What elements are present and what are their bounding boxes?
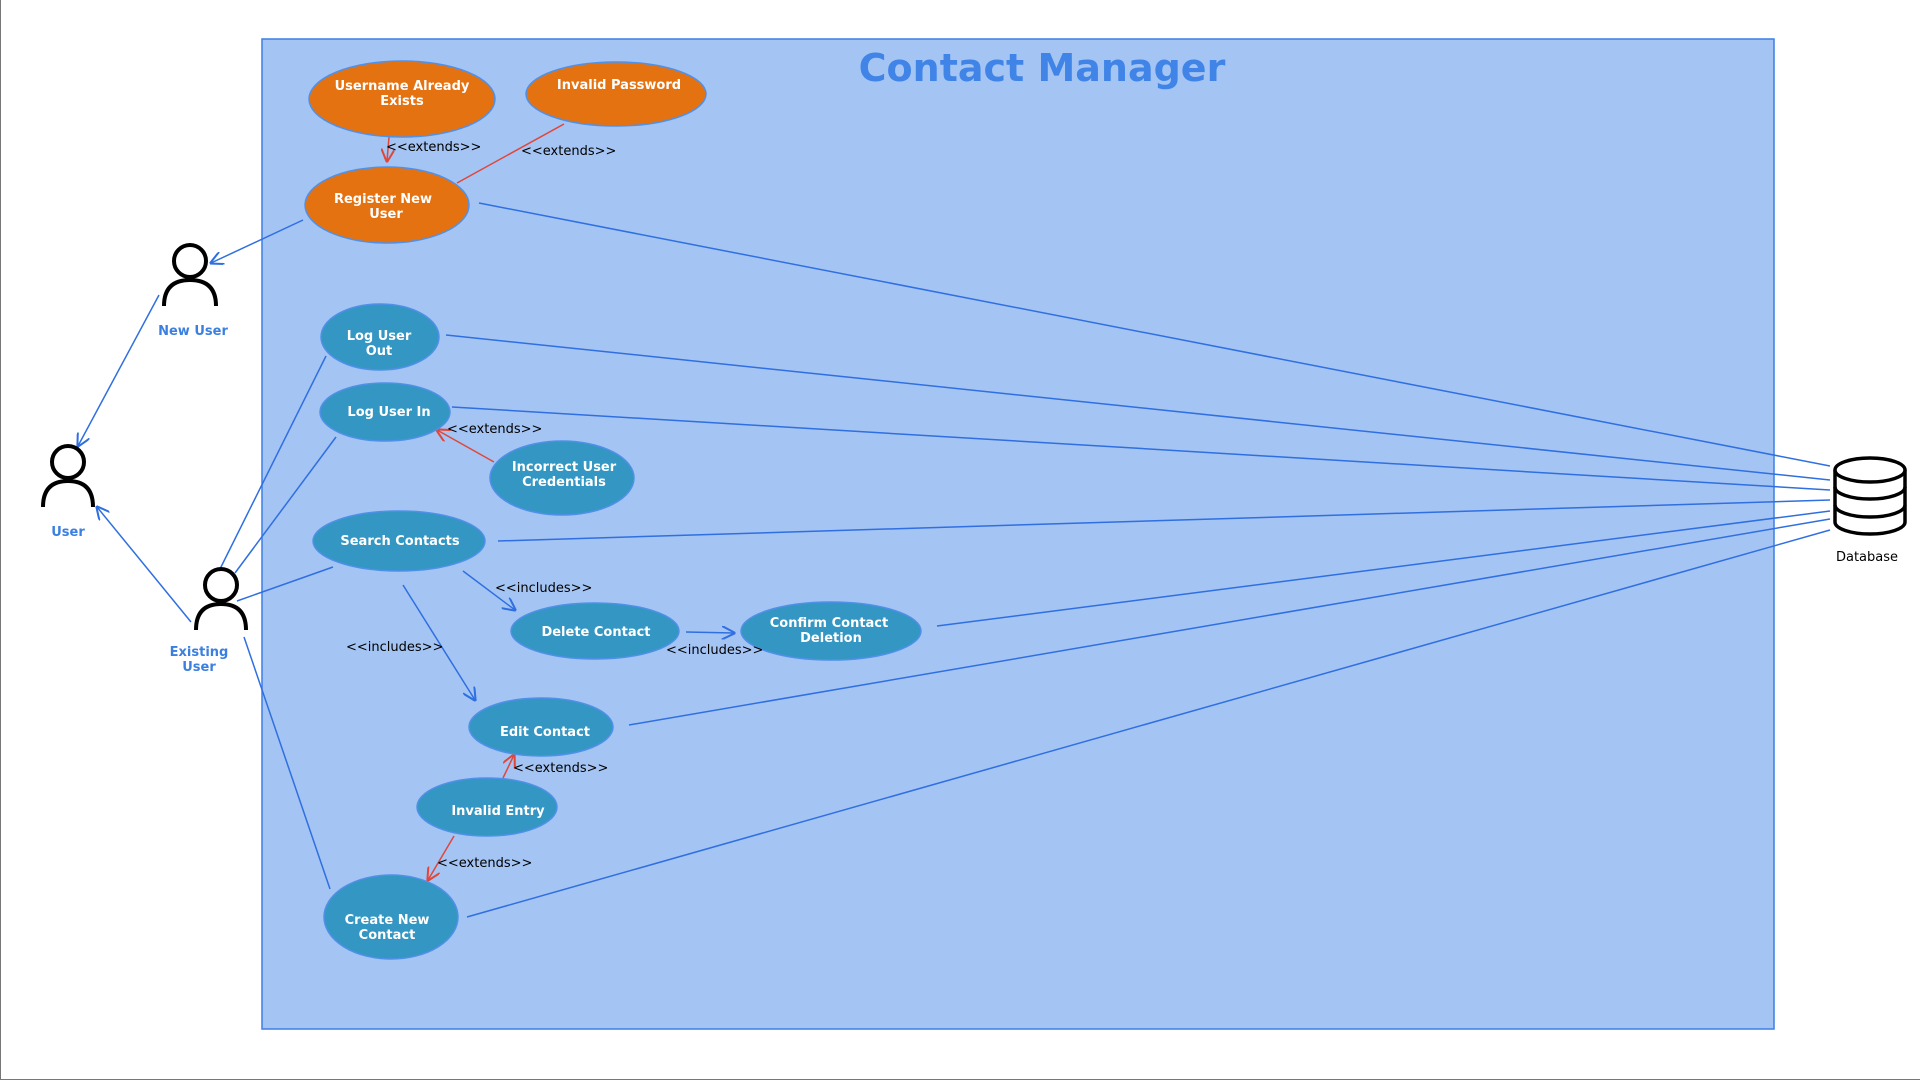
existinguser-create-line: [243, 636, 331, 890]
login-db-line: [451, 406, 1831, 491]
person-icon: [162, 243, 218, 307]
usecase-log-user-in[interactable]: Log User In: [319, 382, 451, 442]
logout-db-line: [445, 334, 1831, 481]
actor-database[interactable]: Database: [1833, 456, 1907, 565]
confirm-db-line: [936, 510, 1831, 627]
usecase-invalid-password[interactable]: Invalid Password: [525, 61, 707, 127]
extends-label: <<extends>>: [521, 144, 616, 159]
system-boundary: [261, 38, 1775, 1030]
register-db-line: [478, 202, 1831, 467]
svg-text:Edit Contact: Edit Contact: [500, 725, 590, 740]
svg-text:Log User In: Log User In: [347, 405, 430, 420]
usecase-search-contacts[interactable]: Search Contacts: [312, 510, 486, 572]
svg-text:Search Contacts: Search Contacts: [340, 534, 459, 549]
actor-user[interactable]: User: [41, 444, 95, 540]
credentials-login-extend-line: [437, 430, 495, 463]
includes-label: <<includes>>: [666, 643, 763, 658]
newuser-to-user-line: [78, 294, 160, 446]
existinguser-to-user-line: [97, 507, 192, 623]
system-title: Contact Manager: [859, 46, 1226, 90]
person-icon: [41, 444, 95, 508]
invalid-edit-extend-line: [502, 755, 514, 779]
search-edit-include-line: [402, 584, 475, 700]
create-db-line: [466, 529, 1831, 918]
svg-text:Invalid Password: Invalid Password: [557, 78, 681, 93]
register-to-newuser-line: [211, 219, 304, 263]
usecase-edit-contact[interactable]: Edit Contact: [468, 697, 614, 757]
database-icon: [1833, 456, 1907, 536]
actor-label: Database: [1836, 550, 1898, 565]
edit-db-line: [628, 518, 1831, 726]
relation-labels: <<extends>> <<extends>> <<extends>> <<in…: [346, 140, 763, 871]
existinguser-login-line: [234, 436, 337, 574]
includes-label: <<includes>>: [495, 581, 592, 596]
actor-label: User: [51, 525, 85, 540]
extends-label: <<extends>>: [513, 761, 608, 776]
svg-text:Invalid Entry: Invalid Entry: [451, 804, 545, 819]
person-icon: [194, 567, 248, 631]
actor-label: New User: [158, 324, 228, 339]
username-register-extend-line: [387, 136, 389, 161]
extends-label: <<extends>>: [447, 422, 542, 437]
usecase-invalid-entry[interactable]: Invalid Entry: [416, 777, 558, 837]
svg-text:Delete Contact: Delete Contact: [541, 625, 650, 640]
connectors: [78, 123, 1831, 918]
extends-label: <<extends>>: [437, 856, 532, 871]
delete-confirm-include-line: [685, 632, 734, 633]
search-delete-include-line: [462, 570, 515, 610]
search-db-line: [497, 499, 1831, 542]
password-register-extend-line: [456, 123, 565, 184]
existinguser-search-line: [236, 566, 334, 602]
existinguser-logout-line: [218, 355, 327, 572]
invalid-create-extend-line: [428, 835, 455, 880]
extends-label: <<extends>>: [386, 140, 481, 155]
usecase-delete-contact[interactable]: Delete Contact: [510, 602, 680, 660]
includes-label: <<includes>>: [346, 640, 443, 655]
actor-new-user[interactable]: New User: [158, 243, 228, 339]
